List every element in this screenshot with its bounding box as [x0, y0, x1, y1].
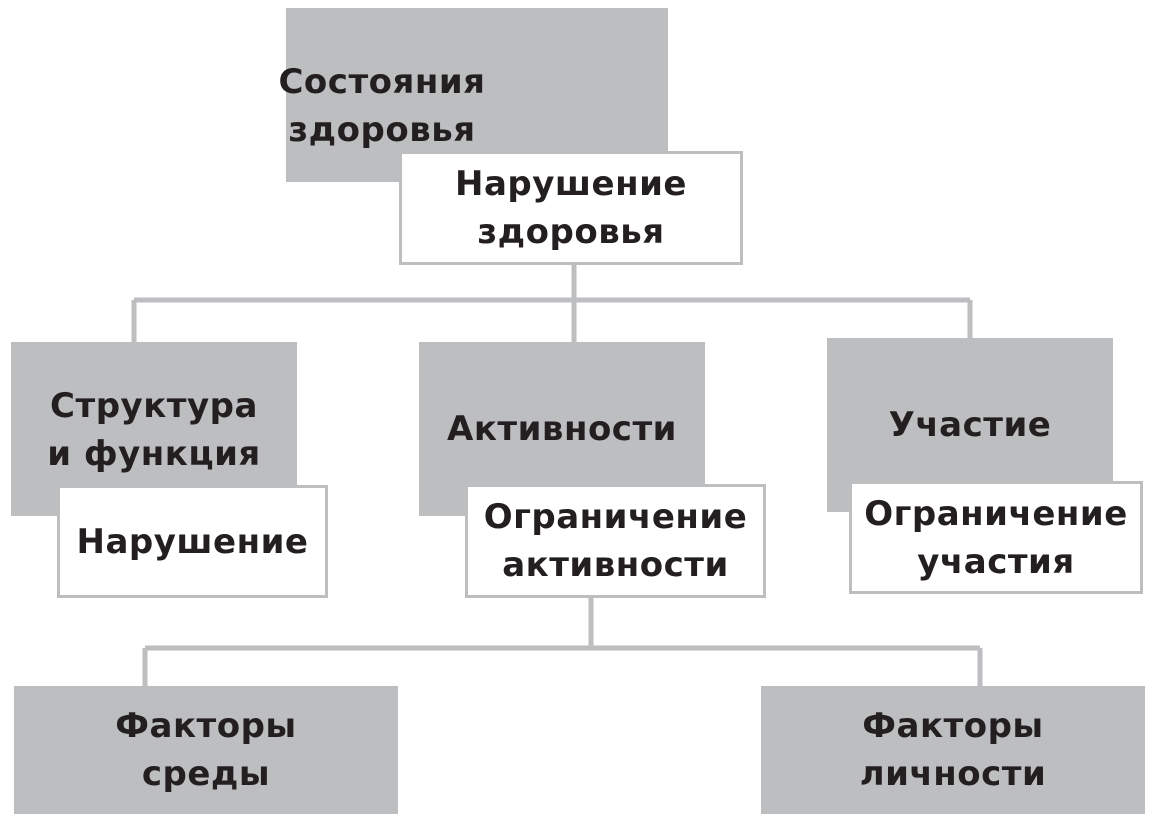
environmental-factors-box: Факторы среды: [14, 686, 398, 814]
structure-function-label: Структура и функция: [47, 386, 261, 474]
personal-factors-box: Факторы личности: [761, 686, 1145, 814]
participation-restriction-box: Ограничение участия: [849, 481, 1143, 594]
impairment-label: Нарушение: [76, 521, 309, 562]
activities-label: Активности: [447, 409, 677, 449]
impairment-box: Нарушение: [57, 485, 328, 598]
personal-factors-label: Факторы личности: [859, 706, 1047, 794]
health-disorder-box: Нарушение здоровья: [399, 151, 743, 265]
health-conditions-label: Состояния здоровья: [278, 62, 486, 150]
activity-limitation-label: Ограничение активности: [483, 497, 748, 585]
participation-label: Участие: [888, 405, 1052, 445]
environmental-factors-label: Факторы среды: [115, 706, 297, 794]
activity-limitation-box: Ограничение активности: [465, 484, 766, 598]
health-disorder-label: Нарушение здоровья: [455, 164, 687, 252]
participation-restriction-label: Ограничение участия: [864, 493, 1128, 582]
